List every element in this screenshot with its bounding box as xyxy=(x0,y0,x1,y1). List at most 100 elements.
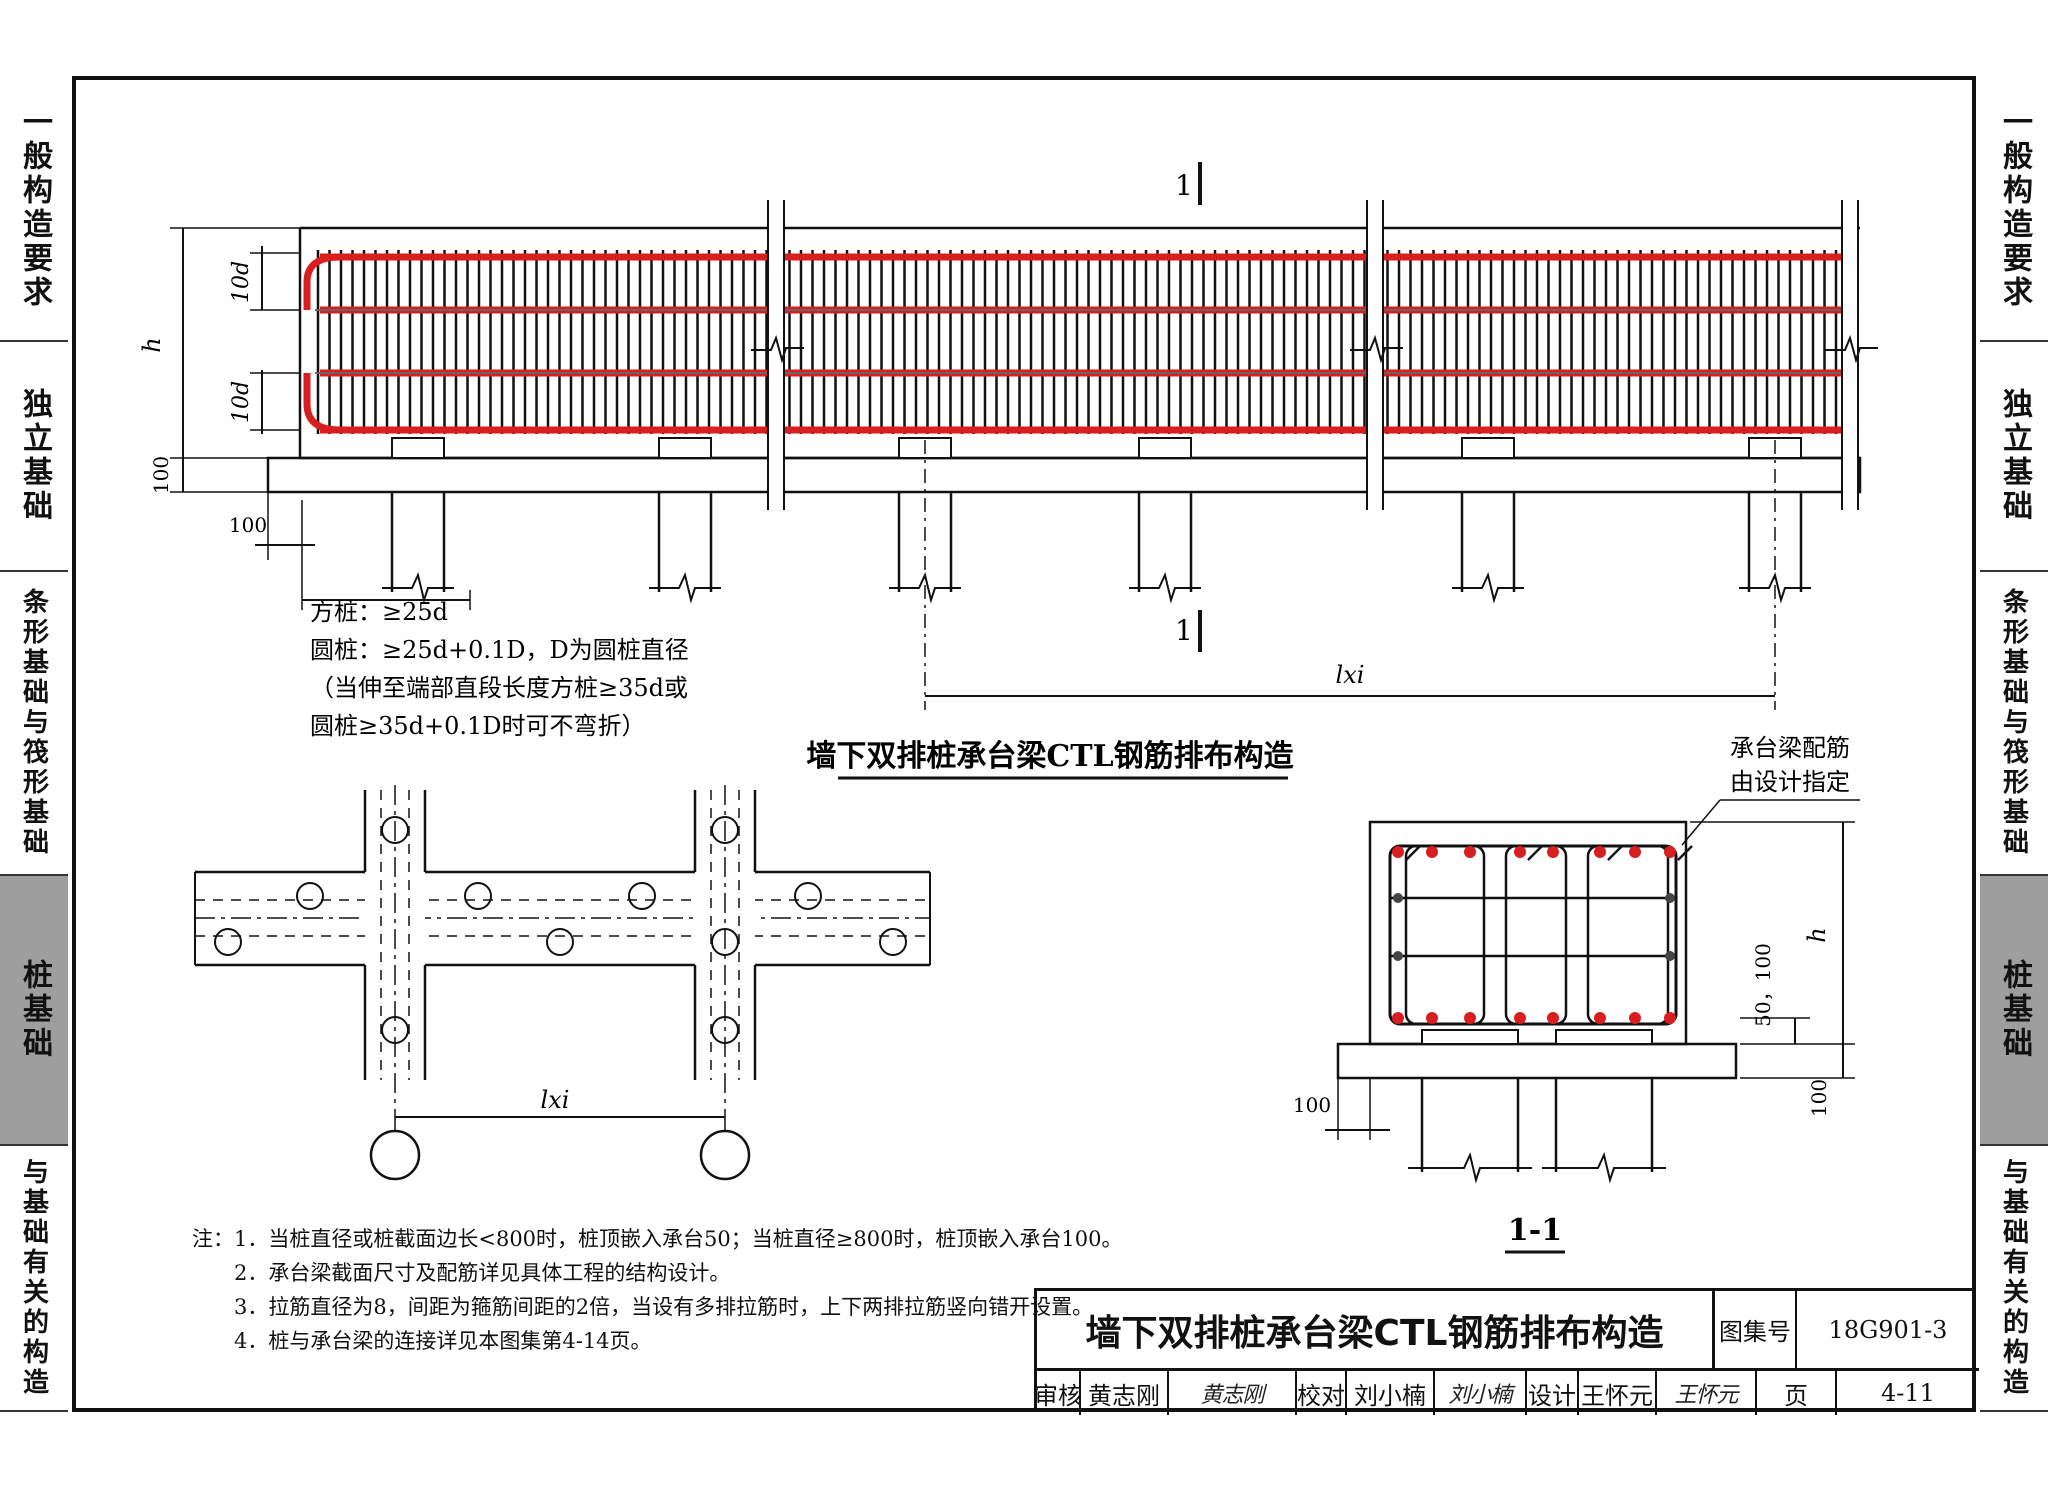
dim-h: h xyxy=(138,337,166,352)
section-rebar-top xyxy=(1594,846,1606,858)
break-2-zigzag xyxy=(1350,334,1403,364)
design-label: 设计 xyxy=(1527,1371,1579,1415)
side-tab-right-2[interactable]: 独立基础 xyxy=(1980,342,2048,572)
side-tab-label: 桩基础 xyxy=(1997,959,2032,1061)
atlas-number: 18G901-3 xyxy=(1797,1291,1979,1371)
plan-pile xyxy=(879,928,907,956)
section-rebar-top xyxy=(1392,846,1404,858)
dim-10d-bottom: 10d xyxy=(229,381,254,423)
side-tab-label: 独立基础 xyxy=(17,388,52,524)
section-rebar-bottom xyxy=(1594,1012,1606,1024)
section-rebar-bottom xyxy=(1514,1012,1526,1024)
plan-pile xyxy=(381,816,409,844)
section-rebar-side xyxy=(1665,951,1675,961)
side-tab-label: 桩基础 xyxy=(17,959,52,1061)
section-pile-head xyxy=(1555,1029,1653,1045)
section-rebar-bottom xyxy=(1547,1012,1559,1024)
drawing-frame xyxy=(72,76,1976,1412)
plan-pile xyxy=(711,1016,739,1044)
elevation-view xyxy=(266,200,1878,710)
section-pile-break xyxy=(1408,1151,1532,1184)
section-rebar-top xyxy=(1664,846,1676,858)
side-tab-label: 一般构造要求 xyxy=(17,106,52,310)
plan-pile xyxy=(214,928,242,956)
section-rebar-bottom xyxy=(1392,1012,1404,1024)
side-tab-label: 条形基础与筏形基础 xyxy=(1998,588,2029,858)
section-rebar-top xyxy=(1547,846,1559,858)
dim-100-bottom: 100 xyxy=(229,513,267,537)
pile-break xyxy=(889,571,961,604)
anchorage-note: 方桩：≥25d 圆桩：≥25d+0.1D，D为圆桩直径 （当伸至端部直段长度方桩… xyxy=(310,598,689,740)
side-tab-left-2[interactable]: 独立基础 xyxy=(0,342,68,572)
side-tab-label: 与基础有关的构造 xyxy=(18,1158,49,1398)
review-signature: 黄志刚 xyxy=(1169,1371,1297,1415)
anchor-note-line-1: 方桩：≥25d xyxy=(310,598,448,626)
plan-pile xyxy=(628,882,656,910)
beam-outline xyxy=(298,226,1860,460)
check-signature: 刘小楠 xyxy=(1435,1371,1527,1415)
axis-bubble xyxy=(369,1129,421,1181)
section-mark-top: 1 xyxy=(1175,169,1193,202)
section-stirrup xyxy=(1388,844,1678,1026)
side-tab-label: 与基础有关的构造 xyxy=(1998,1158,2029,1398)
title-block: 墙下双排桩承台梁CTL钢筋排布构造 图集号 18G901-3 审核 黄志刚 黄志… xyxy=(1034,1288,1979,1415)
section-stirrup xyxy=(1586,844,1670,1026)
side-tab-left-3[interactable]: 条形基础与筏形基础 xyxy=(0,572,68,876)
section-rebar-top xyxy=(1629,846,1641,858)
section-rebar-side xyxy=(1393,893,1403,903)
top-bar-hook xyxy=(303,253,341,310)
break-1-mask xyxy=(768,200,784,500)
section-hook xyxy=(1405,845,1421,861)
section-annotations: 承台梁配筋 由设计指定 h 50，100 100 100 1-1 xyxy=(1293,734,1860,1254)
section-label: 1-1 xyxy=(1508,1213,1562,1248)
note-2: 2．承台梁截面尺寸及配筋详见具体工程的结构设计。 xyxy=(234,1261,731,1285)
side-tab-right-1[interactable]: 一般构造要求 xyxy=(1980,76,2048,342)
pile-break xyxy=(1129,571,1201,604)
dim-lxi-plan: lxi xyxy=(541,1086,570,1114)
review-label: 审核 xyxy=(1034,1371,1082,1415)
section-cap xyxy=(1336,1042,1738,1080)
section-pile-head xyxy=(1421,1029,1519,1045)
notes: 注：1．当桩直径或桩截面边长<800时，桩顶嵌入承台50；当桩直径≥800时，桩… xyxy=(192,1222,1123,1358)
plan-pile xyxy=(794,882,822,910)
side-tab-left-1[interactable]: 一般构造要求 xyxy=(0,76,68,342)
section-hook xyxy=(1607,845,1623,861)
side-tab-label: 一般构造要求 xyxy=(1997,106,2032,310)
pile-cap-strip xyxy=(266,456,1862,494)
review-name: 黄志刚 xyxy=(1081,1371,1169,1415)
side-tab-label: 独立基础 xyxy=(1997,388,2032,524)
section-hook xyxy=(1527,845,1543,861)
section-pile-break xyxy=(1542,1151,1666,1184)
pile-head xyxy=(658,437,712,459)
section-rebar-side xyxy=(1393,951,1403,961)
break-3-mask xyxy=(1842,200,1858,500)
side-tab-right-3[interactable]: 条形基础与筏形基础 xyxy=(1980,572,2048,876)
plan-pile xyxy=(296,882,324,910)
plan-pile xyxy=(464,882,492,910)
check-label: 校对 xyxy=(1297,1371,1347,1415)
pile-break xyxy=(649,571,721,604)
design-signature: 王怀元 xyxy=(1657,1371,1757,1415)
break-1-zigzag xyxy=(751,334,804,364)
check-name: 刘小楠 xyxy=(1347,1371,1435,1415)
section-rebar-bottom xyxy=(1426,1012,1438,1024)
bottom-bar-hook xyxy=(303,373,341,434)
section-dim-100-right: 100 xyxy=(1807,1079,1831,1117)
section-dim-100-left: 100 xyxy=(1293,1093,1331,1117)
side-tab-right-5[interactable]: 与基础有关的构造 xyxy=(1980,1146,2048,1412)
side-tab-left-5[interactable]: 与基础有关的构造 xyxy=(0,1146,68,1412)
section-rebar-side xyxy=(1665,893,1675,903)
side-tab-right-4[interactable]: 桩基础 xyxy=(1980,876,2048,1146)
section-hook xyxy=(1677,845,1693,861)
section-mark-bottom: 1 xyxy=(1175,614,1193,647)
anchor-note-line-3: （当伸至端部直段长度方桩≥35d或 xyxy=(310,674,688,702)
anchor-note-line-2: 圆桩：≥25d+0.1D，D为圆桩直径 xyxy=(310,636,689,664)
pile-break xyxy=(1739,571,1811,604)
section-rebar-bottom xyxy=(1464,1012,1476,1024)
dim-100-left: 100 xyxy=(149,456,173,494)
page-label: 页 xyxy=(1757,1371,1837,1415)
side-tab-left-4[interactable]: 桩基础 xyxy=(0,876,68,1146)
axis-bubble xyxy=(699,1129,751,1181)
section-1-1 xyxy=(1325,820,1855,1184)
pile-head xyxy=(1138,437,1192,459)
